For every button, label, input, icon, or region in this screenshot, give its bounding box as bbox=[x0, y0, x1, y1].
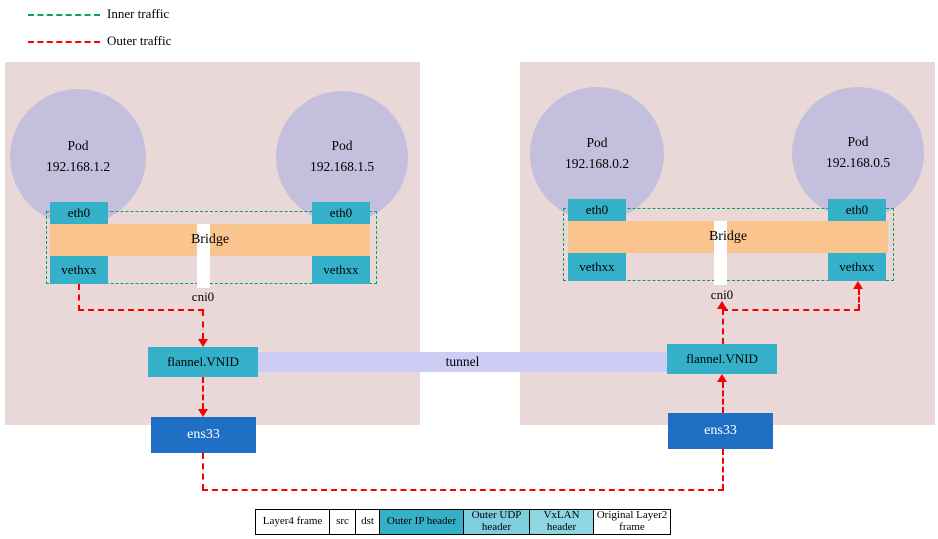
cni0-gap bbox=[197, 224, 210, 288]
outer-traffic-line-segment bbox=[202, 489, 724, 491]
outer-traffic-legend-line bbox=[28, 41, 100, 43]
tunnel-bar: tunnel bbox=[258, 352, 667, 372]
bridge-bar: Bridge bbox=[50, 224, 370, 256]
outer-traffic-line-segment bbox=[202, 377, 204, 409]
pod-ip: 192.168.0.2 bbox=[564, 156, 630, 171]
vethxx-box: vethxx bbox=[312, 256, 370, 284]
outer-traffic-line-segment bbox=[858, 289, 860, 310]
frame-cell-outer-udp: Outer UDP header bbox=[463, 509, 530, 535]
outer-traffic-line-segment bbox=[78, 284, 80, 311]
arrow-up-icon bbox=[853, 281, 863, 289]
vethxx-box: vethxx bbox=[828, 253, 886, 281]
vethxx-box: vethxx bbox=[50, 256, 108, 284]
eth0-box: eth0 bbox=[828, 199, 886, 221]
frame-cell-vxlan: VxLAN header bbox=[529, 509, 594, 535]
outer-traffic-line-segment bbox=[78, 309, 204, 311]
inner-traffic-legend-line bbox=[28, 14, 100, 16]
pod-name: Pod bbox=[67, 138, 89, 154]
outer-traffic-line-segment bbox=[202, 310, 204, 339]
outer-traffic-line-segment bbox=[202, 453, 204, 490]
flannel-vnid-box: flannel.VNID bbox=[148, 347, 258, 377]
ens33-box: ens33 bbox=[668, 413, 773, 449]
frame-cell-original-l2: Original Layer2 frame bbox=[593, 509, 671, 535]
eth0-box: eth0 bbox=[568, 199, 626, 221]
outer-traffic-legend-label: Outer traffic bbox=[107, 33, 172, 48]
bridge-bar: Bridge bbox=[568, 221, 888, 253]
ens33-box: ens33 bbox=[151, 417, 256, 453]
inner-traffic-boundary bbox=[563, 208, 894, 281]
pod-circle: Pod 192.168.0.2 bbox=[530, 87, 664, 221]
outer-traffic-line-segment bbox=[722, 309, 724, 344]
cni0-gap bbox=[714, 221, 727, 285]
outer-traffic-line-segment bbox=[722, 382, 724, 413]
frame-cell-layer4: Layer4 frame bbox=[255, 509, 330, 535]
bridge-label: Bridge bbox=[190, 232, 230, 247]
bridge-label: Bridge bbox=[708, 229, 748, 244]
vethxx-box: vethxx bbox=[568, 253, 626, 281]
eth0-box: eth0 bbox=[312, 202, 370, 224]
packet-frame-table: Layer4 frame src dst Outer IP header Out… bbox=[255, 509, 671, 535]
frame-cell-dst: dst bbox=[355, 509, 380, 535]
arrow-down-icon bbox=[198, 339, 208, 347]
inner-traffic-legend-label: Inner traffic bbox=[107, 6, 170, 21]
cni0-label: cni0 bbox=[710, 287, 734, 302]
pod-ip: 192.168.1.2 bbox=[45, 159, 111, 174]
eth0-box: eth0 bbox=[50, 202, 108, 224]
outer-traffic-line-segment bbox=[722, 449, 724, 490]
pod-ip: 192.168.0.5 bbox=[825, 155, 891, 170]
arrow-up-icon bbox=[717, 301, 727, 309]
flannel-vnid-box: flannel.VNID bbox=[667, 344, 777, 374]
pod-name: Pod bbox=[586, 135, 608, 151]
frame-cell-src: src bbox=[329, 509, 356, 535]
outer-traffic-line-segment bbox=[722, 309, 860, 311]
arrow-up-icon bbox=[717, 374, 727, 382]
frame-cell-outer-ip: Outer IP header bbox=[379, 509, 464, 535]
pod-circle: Pod 192.168.1.5 bbox=[276, 91, 408, 223]
pod-name: Pod bbox=[331, 138, 353, 154]
pod-name: Pod bbox=[847, 134, 869, 150]
cni0-label: cni0 bbox=[191, 289, 215, 304]
arrow-down-icon bbox=[198, 409, 208, 417]
pod-circle: Pod 192.168.0.5 bbox=[792, 87, 924, 219]
inner-traffic-boundary bbox=[46, 211, 377, 284]
pod-ip: 192.168.1.5 bbox=[309, 159, 375, 174]
